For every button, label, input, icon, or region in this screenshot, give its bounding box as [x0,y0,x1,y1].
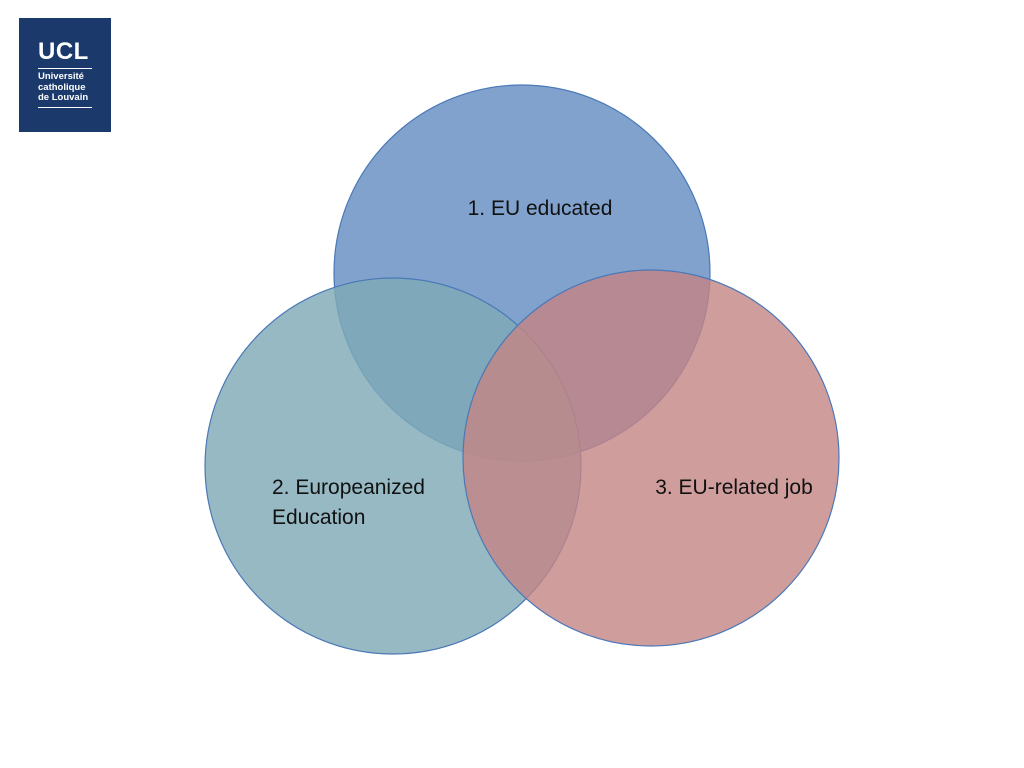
logo-line-3: de Louvain [38,92,89,103]
logo-line-2: catholique [38,81,86,93]
venn-label-eu-educated: 1. EU educated [468,197,613,220]
venn-label-europeanized-line-1: 2. Europeanized [272,476,425,499]
venn-circle-eu-related-job [462,269,840,647]
venn-label-eu-related-job: 3. EU-related job [655,476,813,499]
venn-label-europeanized-line-2: Education [272,506,365,529]
logo-divider-bottom [38,106,92,108]
logo-line-1: Université [38,71,84,82]
logo-divider [38,68,92,69]
logo-mark: UCL [38,38,89,65]
ucl-logo: UCL Université catholique de Louvain [19,18,111,132]
